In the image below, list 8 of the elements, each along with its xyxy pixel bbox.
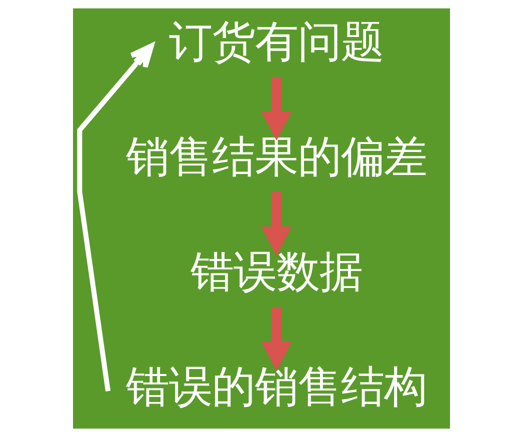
- node-text: 错误数据: [190, 248, 363, 298]
- node-text: 错误的销售结构: [126, 362, 428, 413]
- node-text: 订货有问题: [169, 17, 384, 68]
- arrow: [77, 43, 154, 392]
- node-text: 销售结果的偏差: [126, 132, 428, 182]
- arrow: [261, 76, 292, 140]
- arrow: [261, 192, 292, 256]
- arrow: [261, 307, 292, 371]
